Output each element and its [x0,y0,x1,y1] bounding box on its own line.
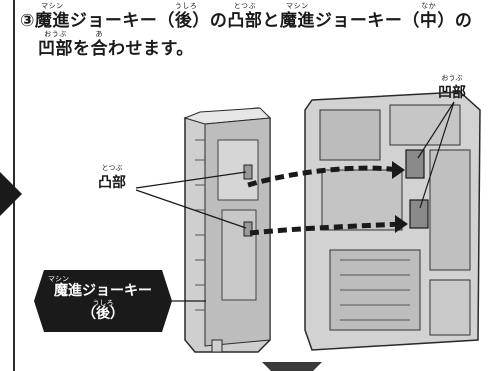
instruction-line-2: おうぶ凹部をあ合わせます。 [20,30,480,60]
segment-text: ジョーキー（ [69,11,175,31]
part-name-badge: マシン 魔進ジョーキー うしろ （後） [34,270,172,332]
middle-part-figure [304,91,481,351]
convex-part-label: とつぶ 凸部 [98,164,126,191]
instruction-segment: ジョーキー（ [315,10,420,32]
segment-text: 魔進 [279,11,315,31]
instruction-segment: ）の [192,10,227,32]
segment-text: を [73,39,91,59]
segment-text: 凸部 [227,11,263,31]
instruction-segment: なか中 [419,2,438,32]
segment-text: 魔進 [34,11,70,31]
furigana: うしろ [174,2,198,10]
page-footer-tab [262,362,322,371]
step-number: ③ [20,11,35,31]
furigana: なか [421,2,437,10]
instruction-segment: うしろ後 [174,2,197,32]
segment-text: 合 [90,39,108,59]
instruction-segment: を [73,38,91,60]
instruction-segment: おうぶ凹部 [38,30,73,60]
segment-text: 凹部 [38,39,73,59]
segment-text: ）の [192,11,228,31]
instruction-segment: ジョーキー（ [70,10,175,32]
segment-text: わせます。 [108,39,194,59]
segment-text: 後 [174,11,193,31]
segment-text: 中 [419,11,438,31]
furigana: マシン [286,2,309,10]
instruction-segment: ）の [437,10,472,32]
segment-text: ジョーキー（ [314,11,420,31]
instruction-segment: マシン魔進 [279,2,315,32]
instruction-segment: わせます。 [108,38,194,60]
instruction-segment: とつぶ凸部 [227,2,263,32]
furigana: おうぶ [44,30,67,38]
furigana: あ [95,30,103,38]
instruction-segment: あ合 [90,30,109,60]
segment-text: と [262,11,280,31]
furigana: マシン [41,2,64,10]
segment-text: ）の [437,11,473,31]
connection-arrows [247,161,408,236]
instruction-segment: マシン魔進 [34,2,70,32]
furigana: とつぶ [233,2,257,10]
page-turn-arrow-icon [0,172,22,216]
instruction-segment: と [262,10,280,32]
concave-part-label: おうぶ 凹部 [438,74,466,101]
